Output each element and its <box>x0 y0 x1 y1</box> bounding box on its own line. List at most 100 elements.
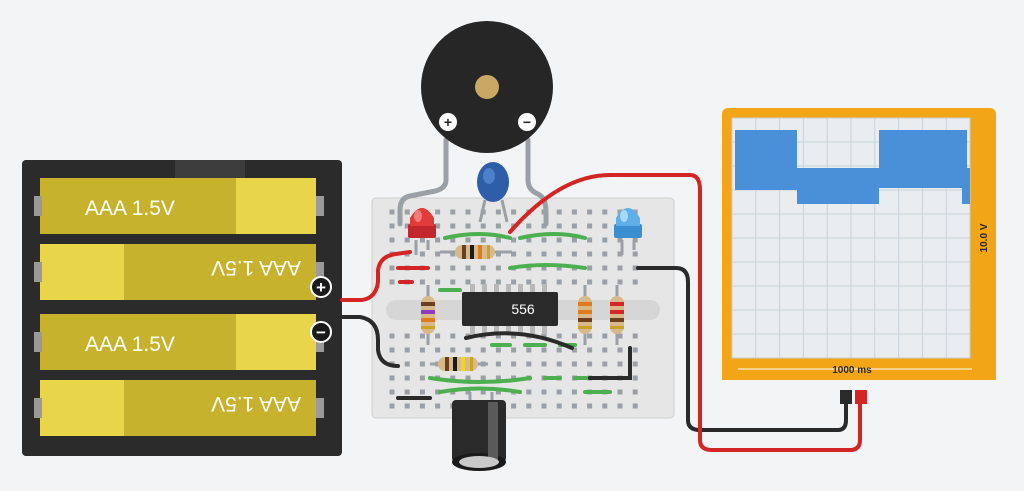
breadboard-hole[interactable] <box>632 403 638 409</box>
breadboard-hole[interactable] <box>511 403 517 409</box>
breadboard-hole[interactable] <box>632 375 638 381</box>
breadboard-hole[interactable] <box>556 279 562 285</box>
breadboard-hole[interactable] <box>389 333 395 339</box>
breadboard-hole[interactable] <box>389 389 395 395</box>
breadboard-hole[interactable] <box>465 237 471 243</box>
breadboard-hole[interactable] <box>587 347 593 353</box>
breadboard-hole[interactable] <box>617 347 623 353</box>
breadboard-hole[interactable] <box>526 389 532 395</box>
breadboard-hole[interactable] <box>556 265 562 271</box>
breadboard-hole[interactable] <box>404 347 410 353</box>
breadboard-hole[interactable] <box>602 403 608 409</box>
red-wires[interactable] <box>340 173 862 452</box>
breadboard-hole[interactable] <box>450 251 456 257</box>
breadboard-hole[interactable] <box>404 361 410 367</box>
breadboard-hole[interactable] <box>419 347 425 353</box>
breadboard-hole[interactable] <box>480 375 486 381</box>
breadboard-hole[interactable] <box>511 279 517 285</box>
breadboard-hole[interactable] <box>632 389 638 395</box>
breadboard-hole[interactable] <box>389 375 395 381</box>
breadboard-hole[interactable] <box>526 237 532 243</box>
breadboard-hole[interactable] <box>450 333 456 339</box>
breadboard-hole[interactable] <box>571 333 577 339</box>
ceramic-capacitor[interactable] <box>477 162 509 223</box>
breadboard-hole[interactable] <box>389 265 395 271</box>
breadboard-hole[interactable] <box>632 251 638 257</box>
battery-cell[interactable]: AAA 1.5V <box>34 380 324 436</box>
jumper-wires[interactable] <box>428 232 622 394</box>
breadboard-hole[interactable] <box>617 333 623 339</box>
battery-pack[interactable]: AAA 1.5V AAA 1.5V AAA 1.5V AAA 1.5V <box>22 160 342 456</box>
breadboard-hole[interactable] <box>602 279 608 285</box>
breadboard-hole[interactable] <box>602 361 608 367</box>
breadboard-hole[interactable] <box>435 223 441 229</box>
breadboard-hole[interactable] <box>389 403 395 409</box>
breadboard-hole[interactable] <box>556 347 562 353</box>
breadboard-hole[interactable] <box>435 209 441 215</box>
breadboard-hole[interactable] <box>617 251 623 257</box>
breadboard-hole[interactable] <box>404 389 410 395</box>
breadboard-hole[interactable] <box>617 389 623 395</box>
breadboard-hole[interactable] <box>419 237 425 243</box>
breadboard-hole[interactable] <box>465 265 471 271</box>
breadboard-hole[interactable] <box>602 333 608 339</box>
resistor[interactable] <box>440 245 512 259</box>
resistor[interactable] <box>610 285 624 345</box>
breadboard-hole[interactable] <box>602 223 608 229</box>
breadboard-hole[interactable] <box>587 333 593 339</box>
electrolytic-capacitor[interactable] <box>452 392 506 471</box>
breadboard-hole[interactable] <box>495 279 501 285</box>
breadboard-hole[interactable] <box>602 251 608 257</box>
breadboard-hole[interactable] <box>480 223 486 229</box>
breadboard-hole[interactable] <box>419 279 425 285</box>
battery-cell[interactable]: AAA 1.5V <box>34 314 324 370</box>
breadboard-hole[interactable] <box>571 347 577 353</box>
breadboard-hole[interactable] <box>404 209 410 215</box>
breadboard-hole[interactable] <box>571 209 577 215</box>
breadboard-hole[interactable] <box>419 361 425 367</box>
breadboard-hole[interactable] <box>495 223 501 229</box>
breadboard-hole[interactable] <box>389 279 395 285</box>
breadboard-hole[interactable] <box>602 265 608 271</box>
breadboard-hole[interactable] <box>617 209 623 215</box>
breadboard-hole[interactable] <box>450 375 456 381</box>
breadboard-hole[interactable] <box>541 223 547 229</box>
breadboard-hole[interactable] <box>495 265 501 271</box>
breadboard-hole[interactable] <box>587 251 593 257</box>
breadboard-hole[interactable] <box>632 347 638 353</box>
breadboard-hole[interactable] <box>556 223 562 229</box>
blue-led[interactable] <box>614 208 642 255</box>
breadboard-hole[interactable] <box>632 279 638 285</box>
breadboard-hole[interactable] <box>526 361 532 367</box>
breadboard-hole[interactable] <box>480 389 486 395</box>
breadboard-hole[interactable] <box>632 333 638 339</box>
breadboard-hole[interactable] <box>450 223 456 229</box>
breadboard-hole[interactable] <box>617 403 623 409</box>
breadboard-hole[interactable] <box>404 333 410 339</box>
black-wires[interactable] <box>340 266 848 432</box>
breadboard-hole[interactable] <box>450 237 456 243</box>
breadboard-hole[interactable] <box>404 223 410 229</box>
breadboard-hole[interactable] <box>511 237 517 243</box>
resistor[interactable] <box>578 285 592 345</box>
breadboard-hole[interactable] <box>404 403 410 409</box>
breadboard-hole[interactable] <box>419 333 425 339</box>
breadboard-hole[interactable] <box>511 347 517 353</box>
breadboard-hole[interactable] <box>587 265 593 271</box>
resistor[interactable] <box>430 357 488 371</box>
breadboard-hole[interactable] <box>435 333 441 339</box>
breadboard-hole[interactable] <box>541 389 547 395</box>
probe-connectors[interactable] <box>840 390 867 404</box>
breadboard-hole[interactable] <box>419 403 425 409</box>
breadboard-hole[interactable] <box>495 333 501 339</box>
ic-556-chip[interactable]: 556 <box>462 284 558 334</box>
breadboard-hole[interactable] <box>480 279 486 285</box>
breadboard-hole[interactable] <box>435 389 441 395</box>
breadboard-hole[interactable] <box>587 361 593 367</box>
breadboard-hole[interactable] <box>526 279 532 285</box>
breadboard-hole[interactable] <box>435 265 441 271</box>
breadboard-hole[interactable] <box>587 237 593 243</box>
breadboard-hole[interactable] <box>465 389 471 395</box>
battery-cell[interactable]: AAA 1.5V <box>34 178 324 234</box>
breadboard-hole[interactable] <box>495 237 501 243</box>
